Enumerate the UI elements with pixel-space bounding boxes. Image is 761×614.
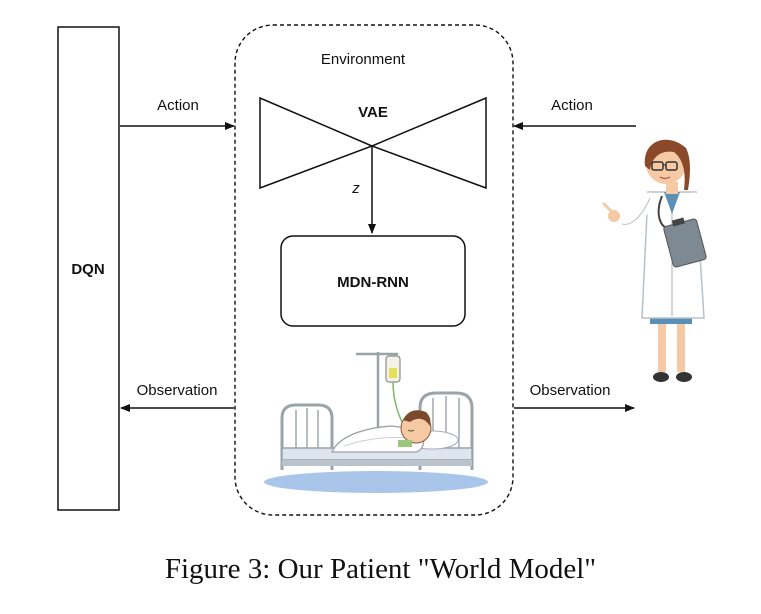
action-right-label: Action — [551, 97, 593, 114]
latent-arrow: z — [351, 146, 376, 234]
doctor-illustration — [602, 139, 707, 382]
observation-right-arrow: Observation — [514, 382, 635, 412]
world-model-diagram: DQN Environment VAE z MDN-RNN Action Act… — [57, 24, 707, 516]
environment-label: Environment — [321, 51, 406, 68]
environment-box: Environment — [234, 24, 514, 516]
action-left-label: Action — [157, 97, 199, 114]
mdn-rnn-label: MDN-RNN — [337, 274, 409, 291]
vae-label: VAE — [358, 104, 388, 121]
mdn-rnn-box: MDN-RNN — [280, 235, 466, 327]
patient-in-bed-illustration — [264, 352, 488, 493]
observation-left-label: Observation — [137, 382, 218, 399]
observation-right-label: Observation — [530, 382, 611, 399]
vae-shape: VAE — [259, 96, 487, 190]
dqn-label: DQN — [71, 261, 104, 278]
action-left-arrow: Action — [120, 97, 235, 130]
dqn-box: DQN — [57, 26, 120, 511]
latent-label: z — [351, 180, 360, 197]
action-right-arrow: Action — [513, 97, 636, 130]
observation-left-arrow: Observation — [120, 382, 234, 412]
figure-caption: Figure 3: Our Patient "World Model" — [164, 553, 597, 585]
